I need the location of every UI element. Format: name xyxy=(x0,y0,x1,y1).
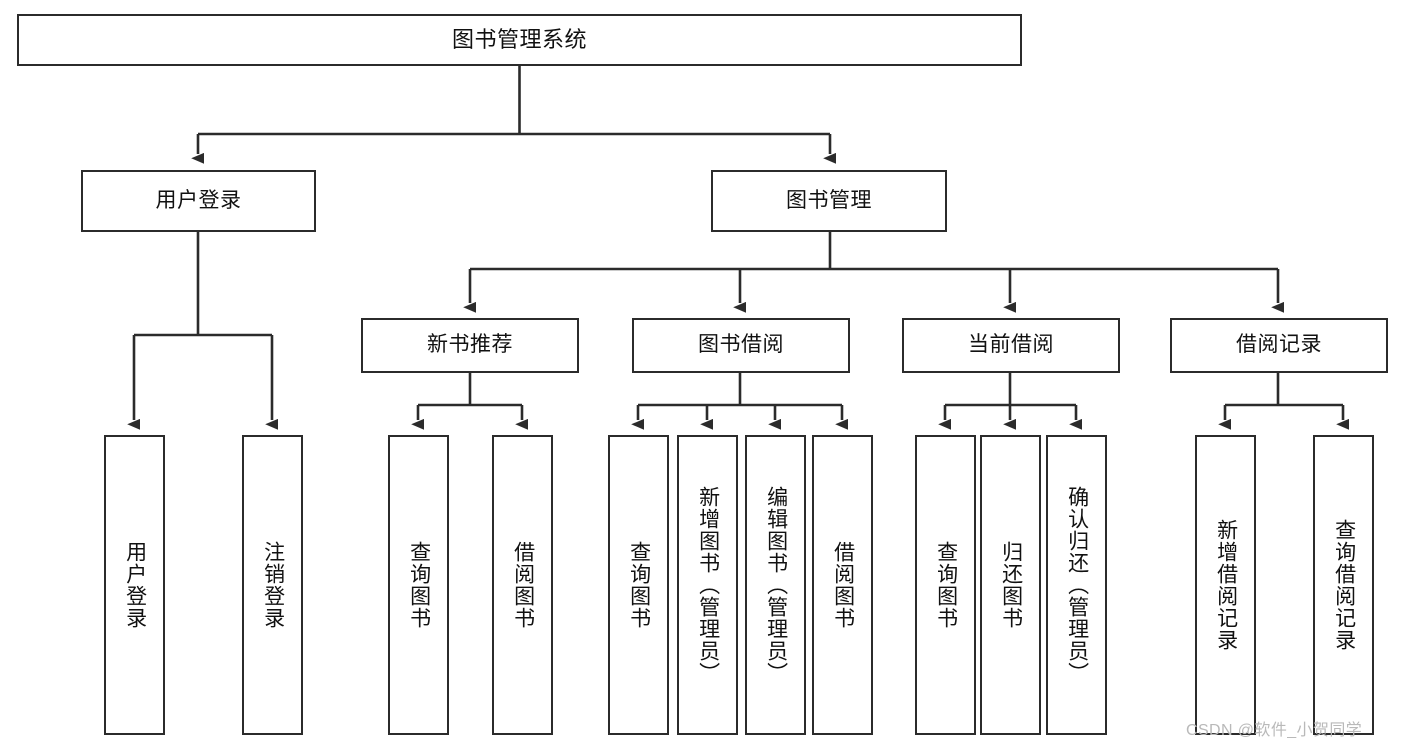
node-label: 用户登录 xyxy=(155,188,242,212)
node-new-book-recommend[interactable]: 新书推荐 xyxy=(361,318,579,373)
node-label: 图书管理 xyxy=(786,188,872,212)
node-current-borrow[interactable]: 当前借阅 xyxy=(902,318,1120,373)
node-label: 图书借阅 xyxy=(698,333,784,357)
node-label: 新增借阅记录 xyxy=(1214,519,1238,651)
leaf-borrow-book-recommend[interactable]: 借阅图书 xyxy=(492,435,553,735)
node-label: 编辑图书（管理员） xyxy=(764,486,788,684)
leaf-query-borrow-record[interactable]: 查询借阅记录 xyxy=(1313,435,1374,735)
node-label: 借阅记录 xyxy=(1236,333,1322,357)
leaf-user-login[interactable]: 用户登录 xyxy=(104,435,165,735)
node-label: 当前借阅 xyxy=(968,333,1054,357)
node-book-management[interactable]: 图书管理 xyxy=(711,170,947,232)
csdn-watermark: CSDN @软件_小贺同学 xyxy=(1186,722,1363,739)
node-user-login[interactable]: 用户登录 xyxy=(81,170,316,232)
node-label: 用户登录 xyxy=(123,541,147,629)
leaf-add-borrow-record[interactable]: 新增借阅记录 xyxy=(1195,435,1256,735)
leaf-return-book[interactable]: 归还图书 xyxy=(980,435,1041,735)
node-label: 注销登录 xyxy=(261,541,285,629)
leaf-borrow-book[interactable]: 借阅图书 xyxy=(812,435,873,735)
leaf-user-logout[interactable]: 注销登录 xyxy=(242,435,303,735)
node-book-management-system[interactable]: 图书管理系统 xyxy=(17,14,1022,66)
node-label: 借阅图书 xyxy=(511,541,535,629)
leaf-confirm-return-admin[interactable]: 确认归还（管理员） xyxy=(1046,435,1107,735)
node-label: 新书推荐 xyxy=(427,333,513,357)
node-label: 查询图书 xyxy=(407,541,431,629)
node-label: 确认归还（管理员） xyxy=(1065,486,1089,684)
node-label: 查询借阅记录 xyxy=(1332,519,1356,651)
leaf-query-book-current[interactable]: 查询图书 xyxy=(915,435,976,735)
node-label: 查询图书 xyxy=(934,541,958,629)
node-borrow-record[interactable]: 借阅记录 xyxy=(1170,318,1388,373)
node-label: 借阅图书 xyxy=(831,541,855,629)
leaf-add-book-admin[interactable]: 新增图书（管理员） xyxy=(677,435,738,735)
node-label: 图书管理系统 xyxy=(451,26,587,52)
node-label: 新增图书（管理员） xyxy=(696,486,720,684)
node-book-borrow[interactable]: 图书借阅 xyxy=(632,318,850,373)
leaf-query-book-recommend[interactable]: 查询图书 xyxy=(388,435,449,735)
node-label: 归还图书 xyxy=(999,541,1023,629)
node-label: 查询图书 xyxy=(627,541,651,629)
leaf-edit-book-admin[interactable]: 编辑图书（管理员） xyxy=(745,435,806,735)
leaf-query-book-borrow[interactable]: 查询图书 xyxy=(608,435,669,735)
